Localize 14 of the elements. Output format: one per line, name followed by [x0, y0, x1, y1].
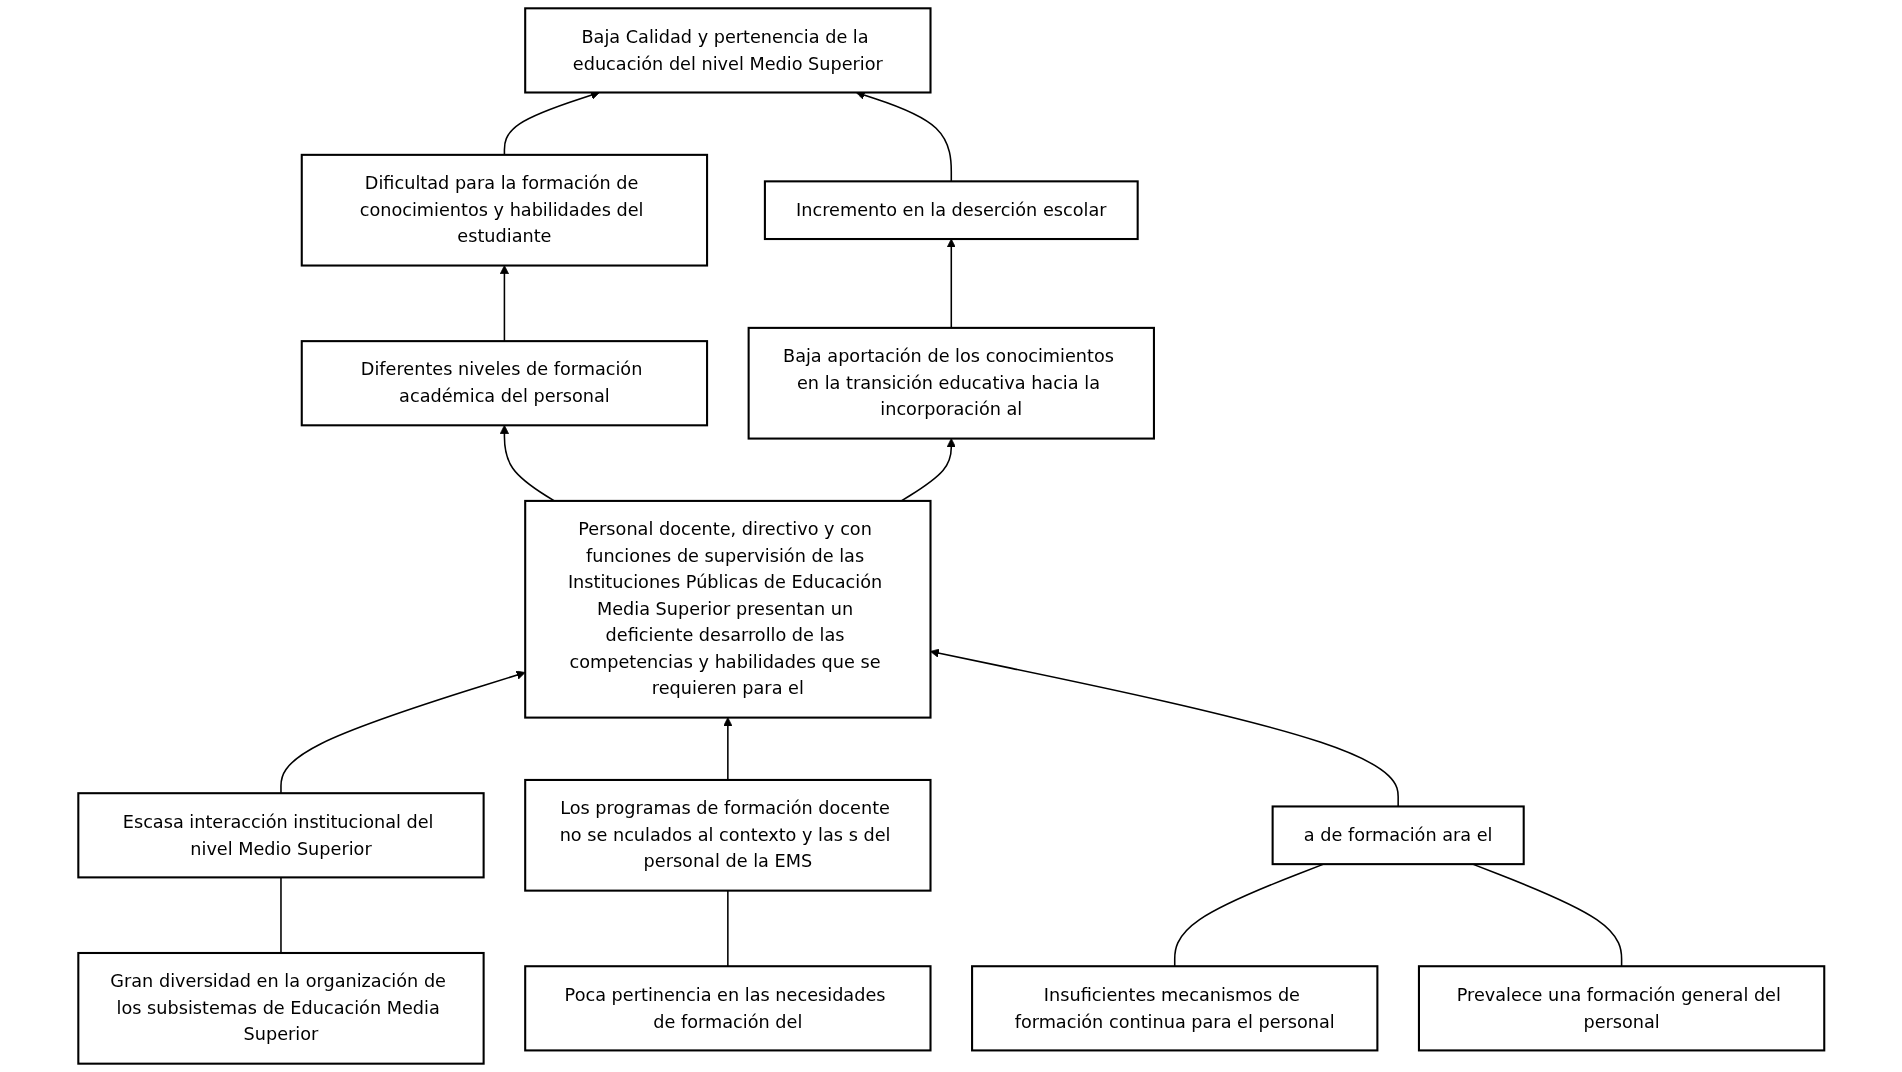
node-box: Poca pertinencia en las necesidades de formación del [523, 965, 932, 1052]
node-box: Los programas de formación docente no se nculados al contexto y las s del personal de la EMS [523, 778, 932, 892]
node-box: Insuficientes mecanismos de formación continua para el personal [970, 965, 1379, 1052]
node-box: Baja Calidad y pertenencia de la educación del nivel Medio Superior [523, 7, 932, 94]
node-box: a de formación ara el [1271, 805, 1525, 866]
arrow [499, 265, 509, 342]
node-box: Dificultad para la formación de conocimientos y habilidades del estudiante [300, 153, 708, 267]
node-box: Escasa interacción institucional del nivel Medio Superior [76, 792, 485, 879]
node-box: Prevalece una formación general del personal [1417, 965, 1825, 1052]
node-box: Personal docente, directivo y con funciones de supervisión de las Instituciones Públicas de Educación Media Superior presentan un deficiente desarrollo de las competencias y habilidades que se requieren para el [523, 499, 932, 719]
node-box: Baja aportación de los conocimientos en la transición educativa hacia la incorporación al [747, 326, 1155, 440]
node-box: Incremento en la deserción escolar [763, 180, 1139, 241]
node-box: Gran diversidad en la organización de los subsistemas de Educación Media Superior [76, 951, 485, 1065]
node-box: Diferentes niveles de formación académica del personal [300, 340, 708, 427]
